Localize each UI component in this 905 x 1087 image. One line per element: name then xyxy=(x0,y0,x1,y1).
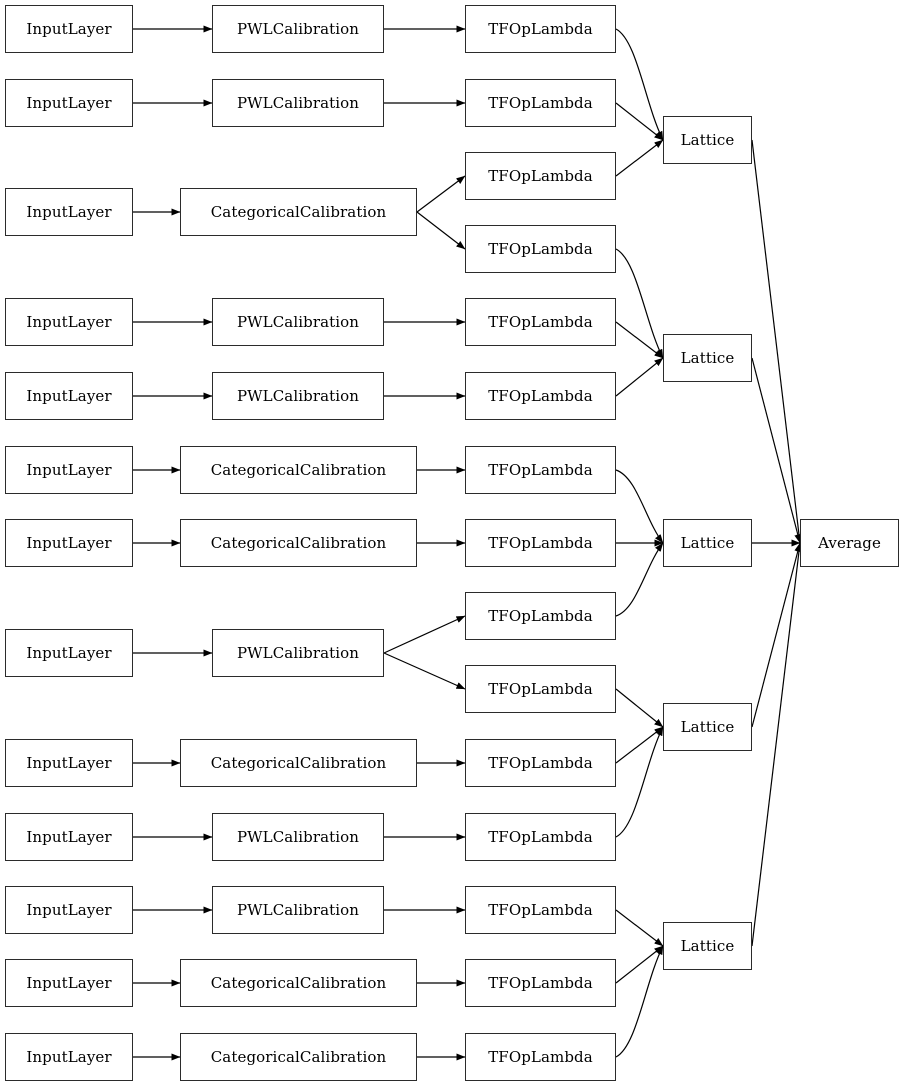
node-label: PWLCalibration xyxy=(236,312,360,331)
node-label: Lattice xyxy=(680,130,735,149)
node-cal10[interactable]: PWLCalibration xyxy=(212,813,384,861)
node-label: PWLCalibration xyxy=(236,93,360,112)
node-lat2[interactable]: Lattice xyxy=(663,334,752,382)
node-in8[interactable]: InputLayer xyxy=(5,629,133,677)
node-lat3[interactable]: Lattice xyxy=(663,519,752,567)
node-label: InputLayer xyxy=(26,900,112,919)
node-in2[interactable]: InputLayer xyxy=(5,79,133,127)
node-op9[interactable]: TFOpLambda xyxy=(465,592,616,640)
node-label: TFOpLambda xyxy=(488,239,593,258)
node-op5[interactable]: TFOpLambda xyxy=(465,298,616,346)
node-cal9[interactable]: CategoricalCalibration xyxy=(180,739,417,787)
node-cal12[interactable]: CategoricalCalibration xyxy=(180,959,417,1007)
node-op7[interactable]: TFOpLambda xyxy=(465,446,616,494)
node-lat4[interactable]: Lattice xyxy=(663,703,752,751)
node-label: PWLCalibration xyxy=(236,643,360,662)
node-cal13[interactable]: CategoricalCalibration xyxy=(180,1033,417,1081)
node-cal1[interactable]: PWLCalibration xyxy=(212,5,384,53)
node-op13[interactable]: TFOpLambda xyxy=(465,886,616,934)
node-op6[interactable]: TFOpLambda xyxy=(465,372,616,420)
node-lat5[interactable]: Lattice xyxy=(663,922,752,970)
node-in1[interactable]: InputLayer xyxy=(5,5,133,53)
node-in10[interactable]: InputLayer xyxy=(5,813,133,861)
node-label: PWLCalibration xyxy=(236,900,360,919)
node-label: TFOpLambda xyxy=(488,679,593,698)
node-op1[interactable]: TFOpLambda xyxy=(465,5,616,53)
node-label: Average xyxy=(818,533,881,552)
node-op15[interactable]: TFOpLambda xyxy=(465,1033,616,1081)
node-label: CategoricalCalibration xyxy=(210,533,387,552)
node-op4[interactable]: TFOpLambda xyxy=(465,225,616,273)
node-label: InputLayer xyxy=(26,827,112,846)
node-cal4[interactable]: PWLCalibration xyxy=(212,298,384,346)
node-cal3[interactable]: CategoricalCalibration xyxy=(180,188,417,236)
node-op10[interactable]: TFOpLambda xyxy=(465,665,616,713)
node-label: TFOpLambda xyxy=(488,606,593,625)
node-label: TFOpLambda xyxy=(488,973,593,992)
node-label: Lattice xyxy=(680,717,735,736)
node-label: PWLCalibration xyxy=(236,827,360,846)
node-in3[interactable]: InputLayer xyxy=(5,188,133,236)
node-label: TFOpLambda xyxy=(488,19,593,38)
node-label: TFOpLambda xyxy=(488,93,593,112)
node-in11[interactable]: InputLayer xyxy=(5,886,133,934)
node-label: InputLayer xyxy=(26,533,112,552)
node-op14[interactable]: TFOpLambda xyxy=(465,959,616,1007)
node-label: TFOpLambda xyxy=(488,827,593,846)
node-label: InputLayer xyxy=(26,202,112,221)
node-label: TFOpLambda xyxy=(488,1047,593,1066)
node-in4[interactable]: InputLayer xyxy=(5,298,133,346)
node-cal7[interactable]: CategoricalCalibration xyxy=(180,519,417,567)
node-label: InputLayer xyxy=(26,312,112,331)
node-cal5[interactable]: PWLCalibration xyxy=(212,372,384,420)
node-in5[interactable]: InputLayer xyxy=(5,372,133,420)
node-label: CategoricalCalibration xyxy=(210,202,387,221)
node-label: CategoricalCalibration xyxy=(210,460,387,479)
node-label: InputLayer xyxy=(26,460,112,479)
node-label: TFOpLambda xyxy=(488,533,593,552)
node-in9[interactable]: InputLayer xyxy=(5,739,133,787)
node-label: TFOpLambda xyxy=(488,386,593,405)
node-op8[interactable]: TFOpLambda xyxy=(465,519,616,567)
node-label: Lattice xyxy=(680,533,735,552)
node-label: InputLayer xyxy=(26,19,112,38)
node-cal8[interactable]: PWLCalibration xyxy=(212,629,384,677)
node-label: InputLayer xyxy=(26,753,112,772)
node-label: CategoricalCalibration xyxy=(210,973,387,992)
node-label: InputLayer xyxy=(26,93,112,112)
node-label: InputLayer xyxy=(26,973,112,992)
node-op3[interactable]: TFOpLambda xyxy=(465,152,616,200)
node-label: PWLCalibration xyxy=(236,19,360,38)
node-cal2[interactable]: PWLCalibration xyxy=(212,79,384,127)
node-label: InputLayer xyxy=(26,1047,112,1066)
node-label: TFOpLambda xyxy=(488,312,593,331)
node-op11[interactable]: TFOpLambda xyxy=(465,739,616,787)
node-label: Lattice xyxy=(680,348,735,367)
node-label: PWLCalibration xyxy=(236,386,360,405)
node-label: TFOpLambda xyxy=(488,460,593,479)
node-label: TFOpLambda xyxy=(488,753,593,772)
node-cal6[interactable]: CategoricalCalibration xyxy=(180,446,417,494)
node-op12[interactable]: TFOpLambda xyxy=(465,813,616,861)
node-label: CategoricalCalibration xyxy=(210,753,387,772)
node-op2[interactable]: TFOpLambda xyxy=(465,79,616,127)
node-lat1[interactable]: Lattice xyxy=(663,116,752,164)
node-label: InputLayer xyxy=(26,643,112,662)
node-label: InputLayer xyxy=(26,386,112,405)
node-in12[interactable]: InputLayer xyxy=(5,959,133,1007)
node-in6[interactable]: InputLayer xyxy=(5,446,133,494)
node-in13[interactable]: InputLayer xyxy=(5,1033,133,1081)
node-label: TFOpLambda xyxy=(488,900,593,919)
node-label: CategoricalCalibration xyxy=(210,1047,387,1066)
node-label: Lattice xyxy=(680,936,735,955)
node-avg[interactable]: Average xyxy=(800,519,899,567)
node-cal11[interactable]: PWLCalibration xyxy=(212,886,384,934)
node-in7[interactable]: InputLayer xyxy=(5,519,133,567)
node-label: TFOpLambda xyxy=(488,166,593,185)
